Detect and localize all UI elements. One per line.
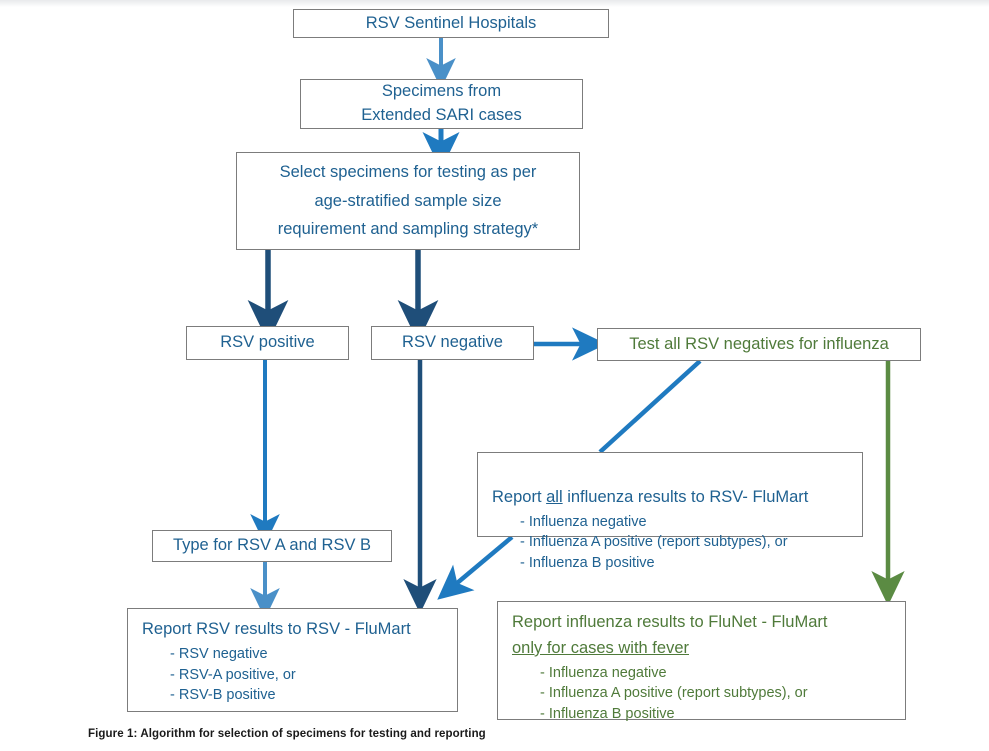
page-top-band [0, 0, 989, 7]
node-rsv-negative-label: RSV negative [402, 333, 503, 352]
node-test-all-rsv-negatives-for-influenza-label: Test all RSV negatives for influenza [629, 334, 889, 353]
node-rsv-sentinel-hospitals-label: RSV Sentinel Hospitals [365, 13, 537, 32]
node-specimens-from-extended-sari-label: Specimens from Extended SARI cases [361, 82, 522, 124]
report-all-title-underlined: all [546, 487, 563, 506]
node-report-rsv-results-bullets: - RSV negative - RSV-A positive, or - RS… [142, 644, 296, 706]
node-report-all-influenza-results[interactable]: Report all influenza results to RSV- Flu… [477, 452, 863, 571]
node-rsv-positive-label: RSV positive [220, 333, 315, 352]
node-rsv-negative[interactable]: RSV negative [371, 326, 534, 360]
list-item: - Influenza A positive (report subtypes)… [520, 534, 788, 551]
node-report-influenza-results-flunet-title-line2: only for cases with fever [512, 638, 689, 657]
node-select-specimens-label: Select specimens for testing as per age-… [277, 163, 539, 239]
list-item: - Influenza negative [540, 664, 667, 681]
node-report-rsv-results-title: Report RSV results to RSV - FluMart [142, 620, 411, 638]
node-specimens-from-extended-sari[interactable]: Specimens from Extended SARI cases [300, 79, 583, 129]
list-item: - Influenza B positive [520, 555, 655, 571]
node-select-specimens[interactable]: Select specimens for testing as per age-… [236, 152, 580, 250]
list-item: - RSV negative [170, 645, 268, 662]
node-report-rsv-results[interactable]: Report RSV results to RSV - FluMart - RS… [127, 608, 458, 712]
report-all-title-before: Report [492, 487, 547, 506]
connector-test-influenza-to-report-all [598, 359, 702, 454]
list-item: - RSV-A positive, or [170, 666, 296, 683]
node-report-influenza-results-flunet-title-line1: Report influenza results to FluNet - Flu… [512, 613, 828, 631]
node-type-for-rsv-a-and-rsv-b[interactable]: Type for RSV A and RSV B [152, 530, 392, 562]
figure-caption: Figure 1: Algorithm for selection of spe… [88, 728, 486, 740]
list-item: - Influenza A positive (report subtypes)… [540, 685, 808, 702]
node-report-all-influenza-bullets: - Influenza negative - Influenza A posit… [492, 512, 788, 574]
node-test-all-rsv-negatives-for-influenza[interactable]: Test all RSV negatives for influenza [597, 328, 921, 361]
node-type-for-rsv-a-and-rsv-b-label: Type for RSV A and RSV B [172, 536, 372, 555]
list-item: - Influenza B positive [540, 706, 675, 722]
report-all-title-after: influenza results to RSV- FluMart [562, 487, 809, 506]
list-item: - Influenza negative [520, 513, 647, 530]
node-report-all-influenza-results-title: Report all influenza results to RSV- Flu… [492, 462, 808, 510]
node-rsv-positive[interactable]: RSV positive [186, 326, 349, 360]
list-item: - RSV-B positive [170, 687, 276, 704]
node-rsv-sentinel-hospitals[interactable]: RSV Sentinel Hospitals [293, 9, 609, 38]
node-report-influenza-results-flunet[interactable]: Report influenza results to FluNet - Flu… [497, 601, 906, 722]
node-report-influenza-results-flunet-bullets: - Influenza negative - Influenza A posit… [512, 663, 808, 725]
